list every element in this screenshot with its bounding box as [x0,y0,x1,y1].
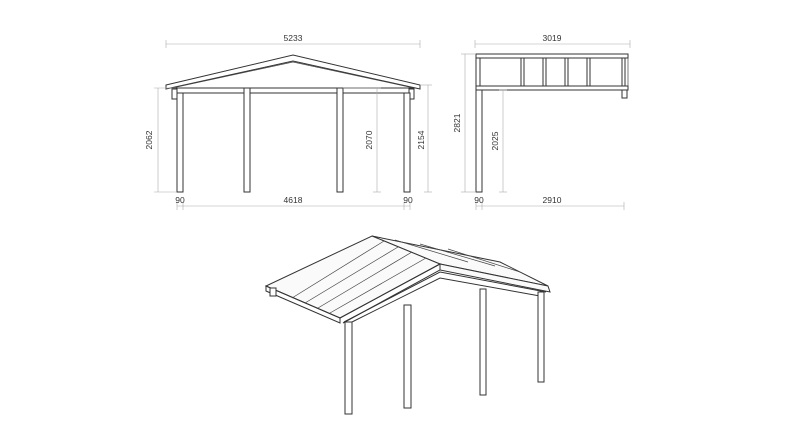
front-post-3 [336,87,344,193]
front-span-width-label: 4618 [284,195,303,205]
front-overall-width-label: 5233 [284,33,303,43]
perspective-post-1 [344,321,353,415]
side-roof-beam [475,85,629,91]
side-span-depth-label: 2910 [543,195,562,205]
side-post [475,89,483,193]
front-post-2 [243,87,251,193]
front-post-4 [403,92,411,193]
front-ridge-height-label: 2070 [364,130,374,149]
front-right-height-label: 2154 [416,130,426,149]
side-overall-depth-label: 3019 [543,33,562,43]
front-roof [165,54,421,90]
perspective-post-2 [403,304,412,409]
side-roof-top [475,53,629,59]
side-clear-height-label: 2025 [490,131,500,150]
perspective-view [264,235,551,415]
front-beam [171,87,415,94]
side-total-height-label: 2821 [452,113,462,132]
perspective-post-4 [537,291,545,383]
front-left-post-width-label: 90 [175,195,185,205]
front-right-post-width-label: 90 [403,195,413,205]
front-left-height-label: 2062 [144,130,154,149]
side-post-width-label: 90 [474,195,484,205]
front-post-1 [176,92,184,193]
perspective-post-3 [479,288,487,396]
front-elevation: 5233 2062 2070 2154 [144,33,432,210]
side-elevation: 3019 2821 2025 90 2910 [452,33,631,210]
